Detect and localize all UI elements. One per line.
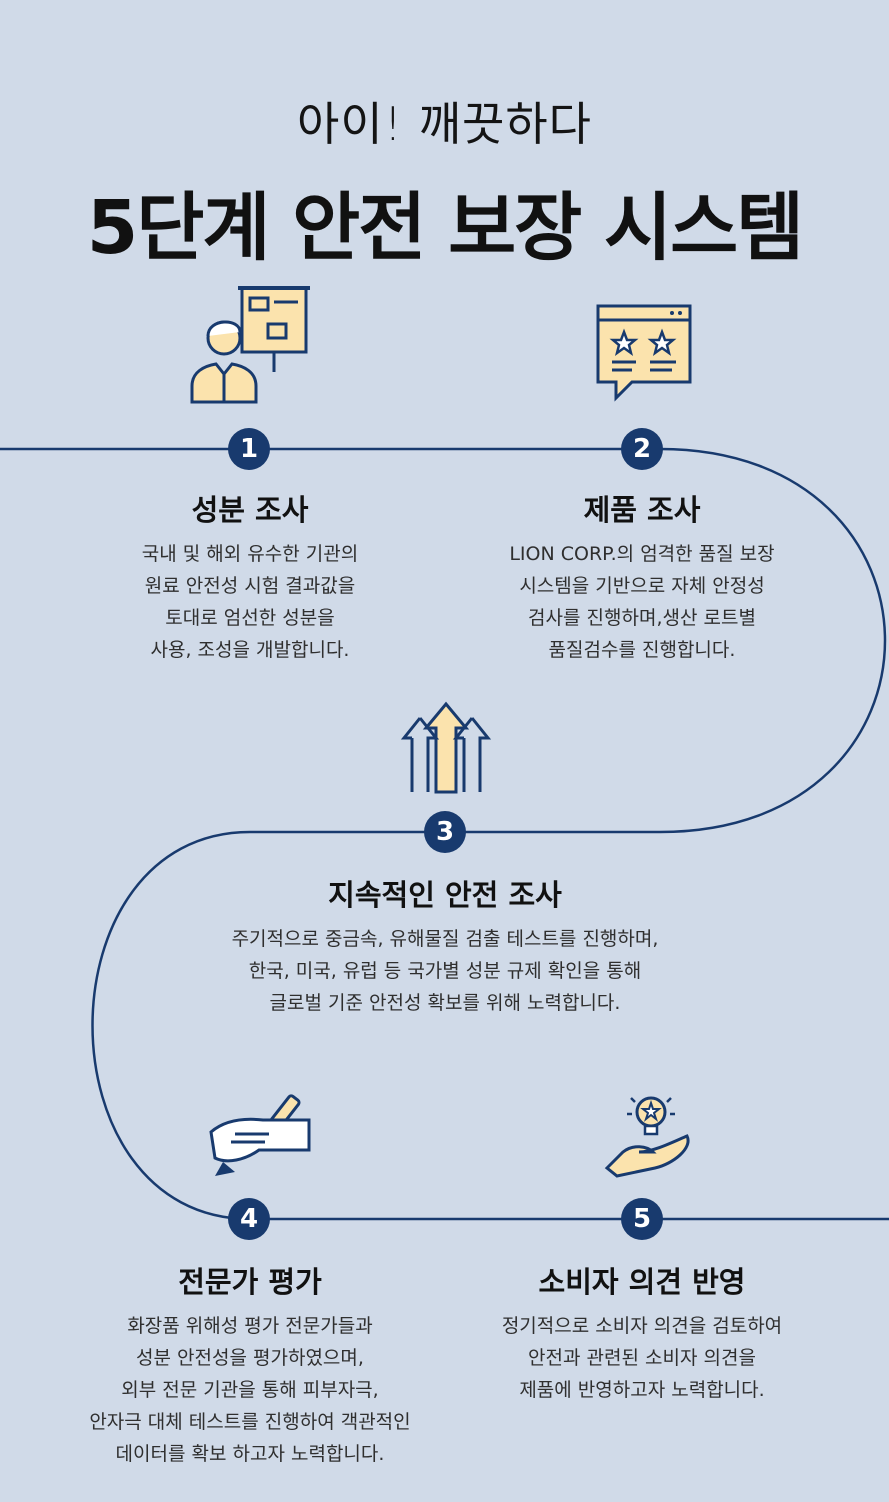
step-2-badge: 2 xyxy=(621,428,663,470)
step-2-title: 제품 조사 xyxy=(583,493,701,527)
step-4-title: 전문가 평가 xyxy=(178,1265,322,1299)
idea-hand-icon xyxy=(604,1096,690,1178)
rating-window-icon xyxy=(596,304,692,402)
step-4-badge: 4 xyxy=(228,1198,270,1240)
page-subtitle: 아이! 깨끗하다 xyxy=(297,97,592,151)
step-4-description: 화장품 위해성 평가 전문가들과 성분 안전성을 평가하였으며, 외부 전문 기… xyxy=(89,1315,411,1465)
writing-hand-icon xyxy=(209,1094,311,1176)
step-3-title: 지속적인 안전 조사 xyxy=(328,878,562,912)
step-5-description: 정기적으로 소비자 의견을 검토하여 안전과 관련된 소비자 의견을 제품에 반… xyxy=(501,1315,783,1401)
step-2-description: LION CORP.의 엄격한 품질 보장 시스템을 기반으로 자체 안정성 검… xyxy=(509,543,775,661)
step-5-title: 소비자 의견 반영 xyxy=(538,1265,746,1299)
step-1-badge: 1 xyxy=(228,428,270,470)
step-3-description: 주기적으로 중금속, 유해물질 검출 테스트를 진행하며, 한국, 미국, 유럽… xyxy=(231,928,659,1014)
presenter-icon xyxy=(190,286,310,404)
step-3-badge: 3 xyxy=(424,811,466,853)
step-1-description: 국내 및 해외 유수한 기관의 원료 안전성 시험 결과값을 토대로 엄선한 성… xyxy=(141,543,359,661)
step-1-title: 성분 조사 xyxy=(191,493,309,527)
arrows-up-icon xyxy=(400,701,492,794)
page-title: 5단계 안전 보장 시스템 xyxy=(86,185,805,271)
step-5-badge: 5 xyxy=(621,1198,663,1240)
